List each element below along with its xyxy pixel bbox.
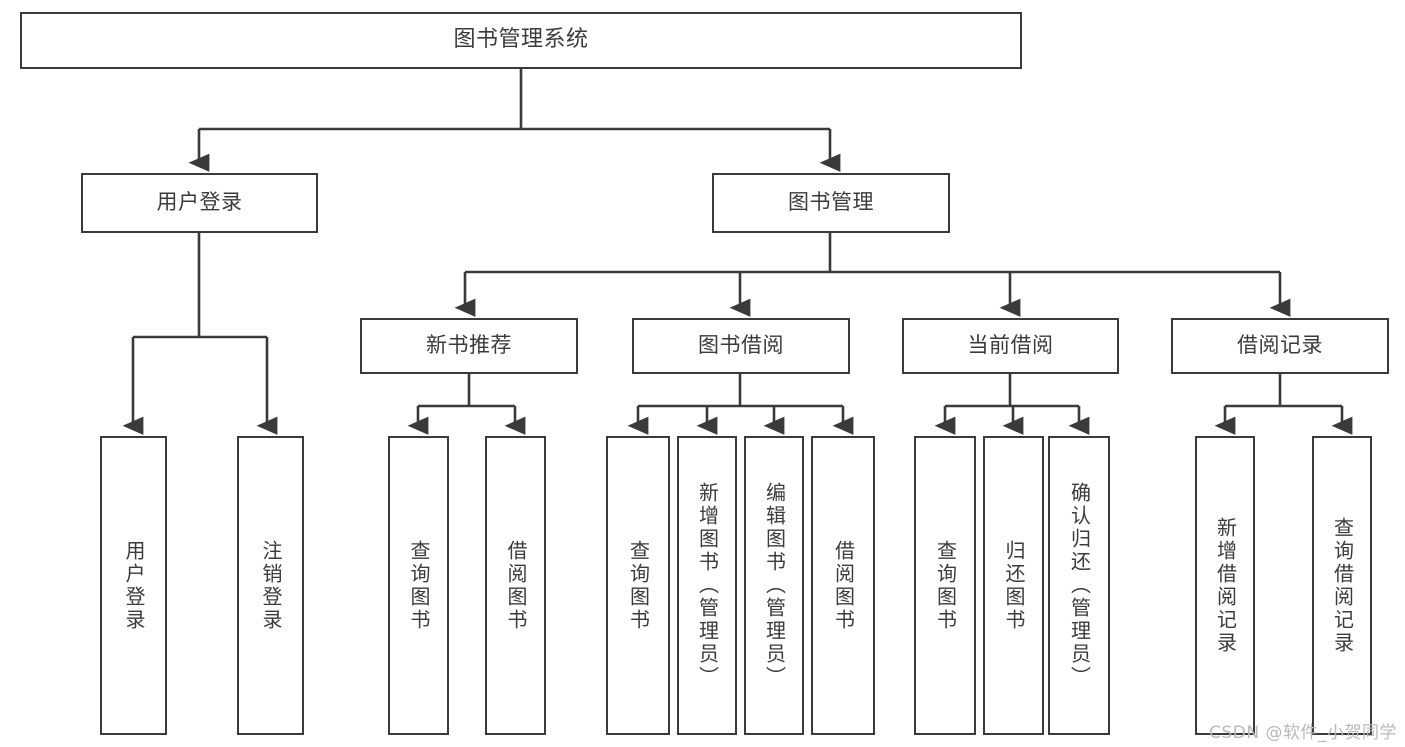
node-label: 查询图书: [626, 539, 651, 632]
leaf-add-borrow-record[interactable]: 新增借阅记录: [1195, 436, 1255, 735]
node-label: 用户登录: [156, 190, 243, 215]
leaf-confirm-return-admin[interactable]: 确认归还（管理员）: [1048, 436, 1110, 735]
node-label: 归还图书: [1002, 539, 1026, 632]
leaf-borrow-book[interactable]: 借阅图书: [811, 436, 875, 735]
node-current-borrow[interactable]: 当前借阅: [902, 318, 1119, 374]
node-label: 查询图书: [407, 539, 431, 632]
leaf-add-book-admin[interactable]: 新增图书（管理员）: [677, 436, 737, 735]
node-label: 新增图书（管理员）: [695, 482, 720, 689]
node-label: 新增借阅记录: [1213, 516, 1238, 655]
leaf-logout-login[interactable]: 注销登录: [237, 436, 304, 735]
leaf-user-login[interactable]: 用户登录: [100, 436, 167, 735]
node-book-management[interactable]: 图书管理: [712, 173, 950, 233]
node-label: 查询借阅记录: [1330, 516, 1355, 655]
node-user-login[interactable]: 用户登录: [81, 173, 318, 233]
leaf-query-borrow-record[interactable]: 查询借阅记录: [1312, 436, 1372, 735]
node-label: 编辑图书（管理员）: [762, 482, 787, 689]
leaf-edit-book-admin[interactable]: 编辑图书（管理员）: [744, 436, 804, 735]
csdn-watermark: CSDN @软件_小贺同学: [1209, 723, 1397, 743]
node-label: 借阅记录: [1237, 333, 1323, 358]
node-label: 图书借阅: [698, 333, 784, 358]
leaf-return-book[interactable]: 归还图书: [983, 436, 1044, 735]
leaf-query-book-borrow[interactable]: 查询图书: [606, 436, 670, 735]
node-label: 新书推荐: [426, 333, 512, 358]
node-label: 借阅图书: [504, 539, 528, 632]
node-new-book-recommend[interactable]: 新书推荐: [360, 318, 578, 374]
node-borrow-record[interactable]: 借阅记录: [1171, 318, 1389, 374]
node-root-system[interactable]: 图书管理系统: [20, 12, 1022, 69]
leaf-query-book-current[interactable]: 查询图书: [914, 436, 976, 735]
node-label: 图书管理系统: [453, 27, 589, 53]
node-label: 借阅图书: [831, 539, 856, 632]
node-label: 图书管理: [788, 190, 874, 215]
node-book-borrow[interactable]: 图书借阅: [632, 318, 850, 374]
leaf-borrow-book-recommend[interactable]: 借阅图书: [485, 436, 546, 735]
node-label: 查询图书: [933, 539, 958, 632]
node-label: 注销登录: [259, 539, 283, 632]
leaf-query-book-recommend[interactable]: 查询图书: [388, 436, 449, 735]
node-label: 确认归还（管理员）: [1067, 482, 1092, 689]
node-label: 用户登录: [122, 539, 146, 632]
node-label: 当前借阅: [967, 333, 1054, 358]
